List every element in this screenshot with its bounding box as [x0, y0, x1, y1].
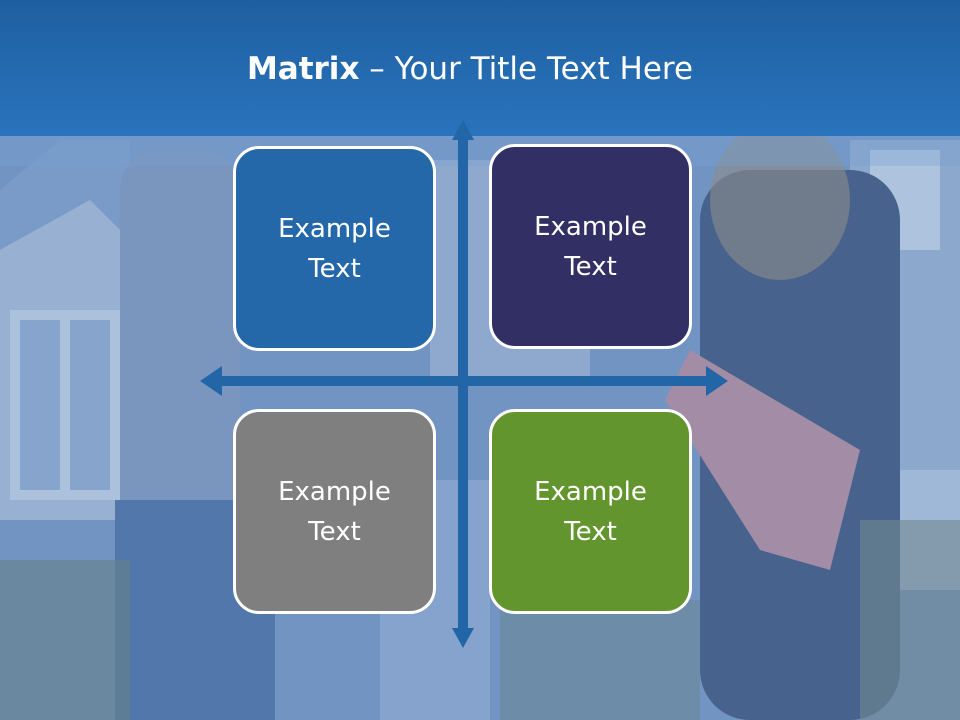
arrow-down-head: [452, 628, 474, 648]
arrow-right-head: [706, 366, 728, 396]
quadrant-text-line1: Example: [278, 213, 391, 244]
quadrant-text-line2: Text: [308, 253, 361, 284]
title-bold: Matrix: [246, 51, 360, 87]
quadrant-top-left[interactable]: Example Text: [233, 146, 436, 351]
quadrant-bottom-right[interactable]: Example Text: [489, 409, 692, 614]
quadrant-text-line2: Text: [308, 516, 361, 547]
horizontal-axis: [218, 376, 712, 386]
slide-title: Matrix – Your Title Text Here: [0, 48, 960, 90]
title-rest: – Your Title Text Here: [359, 51, 694, 87]
title-bar: [0, 0, 960, 136]
title-band-shadow: [0, 136, 960, 166]
quadrant-bottom-left[interactable]: Example Text: [233, 409, 436, 614]
arrow-up-head: [452, 120, 474, 140]
quadrant-text-line2: Text: [564, 251, 617, 282]
quadrant-top-right[interactable]: Example Text: [489, 144, 692, 349]
quadrant-text-line1: Example: [278, 476, 391, 507]
quadrant-text-line1: Example: [534, 476, 647, 507]
quadrant-text-line2: Text: [564, 516, 617, 547]
arrow-left-head: [200, 366, 222, 396]
quadrant-text-line1: Example: [534, 211, 647, 242]
